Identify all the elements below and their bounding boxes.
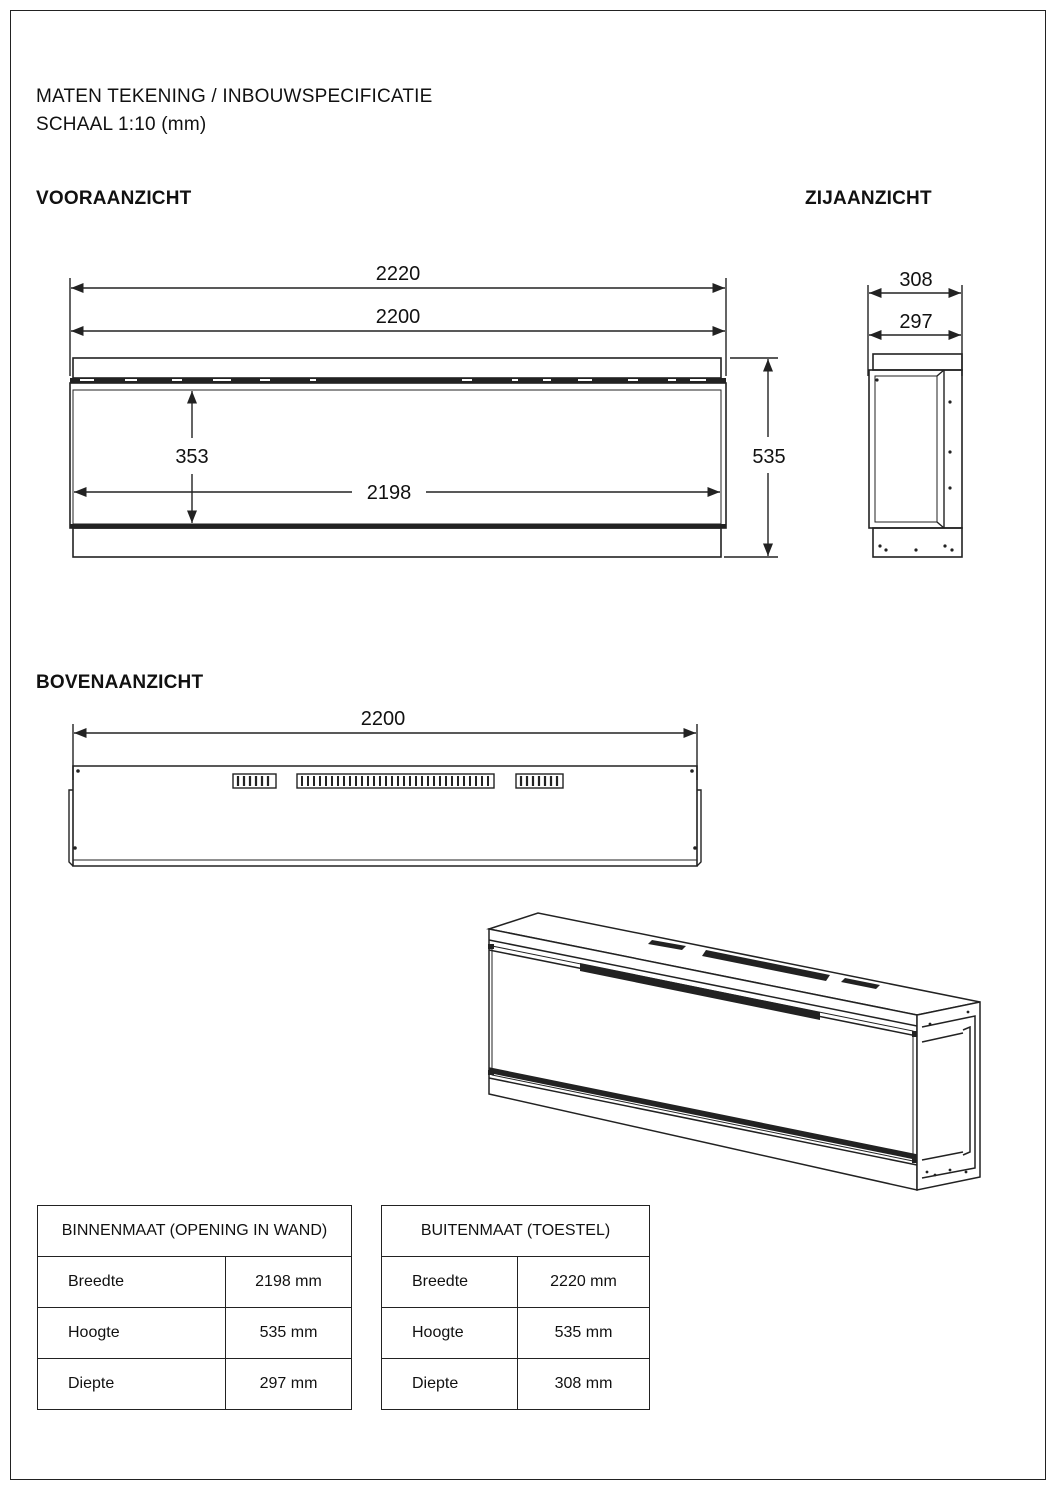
side-view-drawing — [867, 285, 963, 558]
top-view-drawing — [68, 724, 702, 867]
inner-row-label: Breedte — [37, 1256, 226, 1308]
dim-side-outer-depth-label: 308 — [899, 269, 932, 291]
table-row: Hoogte 535 mm — [381, 1307, 650, 1359]
isometric-fixing-dots — [925, 1010, 970, 1177]
dim-total-height-label: 535 — [752, 446, 785, 468]
dim-opening-width-label: 2198 — [367, 482, 412, 504]
inner-table-title: BINNENMAAT (OPENING IN WAND) — [37, 1205, 352, 1257]
dim-opening-height-label: 353 — [175, 446, 208, 468]
outer-row-label: Diepte — [381, 1358, 518, 1410]
front-view-heading: VOORAANZICHT — [36, 188, 192, 209]
scale-label: SCHAAL 1:10 (mm) — [36, 114, 207, 135]
inner-row-value: 2198 mm — [225, 1256, 352, 1308]
front-view-drawing — [69, 278, 778, 558]
inner-row-value: 535 mm — [225, 1307, 352, 1359]
table-row: Diepte 297 mm — [37, 1358, 352, 1410]
front-vent-marks — [80, 379, 706, 381]
outer-row-value: 535 mm — [517, 1307, 650, 1359]
outer-dimensions-table: BUITENMAAT (TOESTEL) Breedte 2220 mm Hoo… — [381, 1205, 650, 1410]
top-fixing-dots — [73, 769, 697, 850]
inner-row-label: Diepte — [37, 1358, 226, 1410]
dim-top-width-label: 2200 — [361, 708, 406, 730]
side-fixing-dots — [875, 378, 954, 552]
dim-inner-width-label: 2200 — [376, 306, 421, 328]
outer-table-title: BUITENMAAT (TOESTEL) — [381, 1205, 650, 1257]
outer-row-value: 2220 mm — [517, 1256, 650, 1308]
table-row: Hoogte 535 mm — [37, 1307, 352, 1359]
top-vent-grilles — [232, 773, 564, 789]
page-title: MATEN TEKENING / INBOUWSPECIFICATIE — [36, 86, 433, 107]
isometric-dark-strips — [488, 940, 917, 1163]
dim-side-inner-depth-label: 297 — [899, 311, 932, 333]
outer-row-value: 308 mm — [517, 1358, 650, 1410]
dim-outer-width-label: 2220 — [376, 263, 421, 285]
isometric-view-drawing — [486, 912, 981, 1191]
top-view-heading: BOVENAANZICHT — [36, 672, 204, 693]
inner-dimensions-table: BINNENMAAT (OPENING IN WAND) Breedte 219… — [37, 1205, 352, 1410]
outer-row-label: Hoogte — [381, 1307, 518, 1359]
inner-row-label: Hoogte — [37, 1307, 226, 1359]
table-row: Breedte 2198 mm — [37, 1256, 352, 1308]
side-view-heading: ZIJAANZICHT — [805, 188, 932, 209]
outer-row-label: Breedte — [381, 1256, 518, 1308]
table-row: Breedte 2220 mm — [381, 1256, 650, 1308]
page-frame — [10, 10, 1046, 1480]
inner-row-value: 297 mm — [225, 1358, 352, 1410]
table-row: Diepte 308 mm — [381, 1358, 650, 1410]
